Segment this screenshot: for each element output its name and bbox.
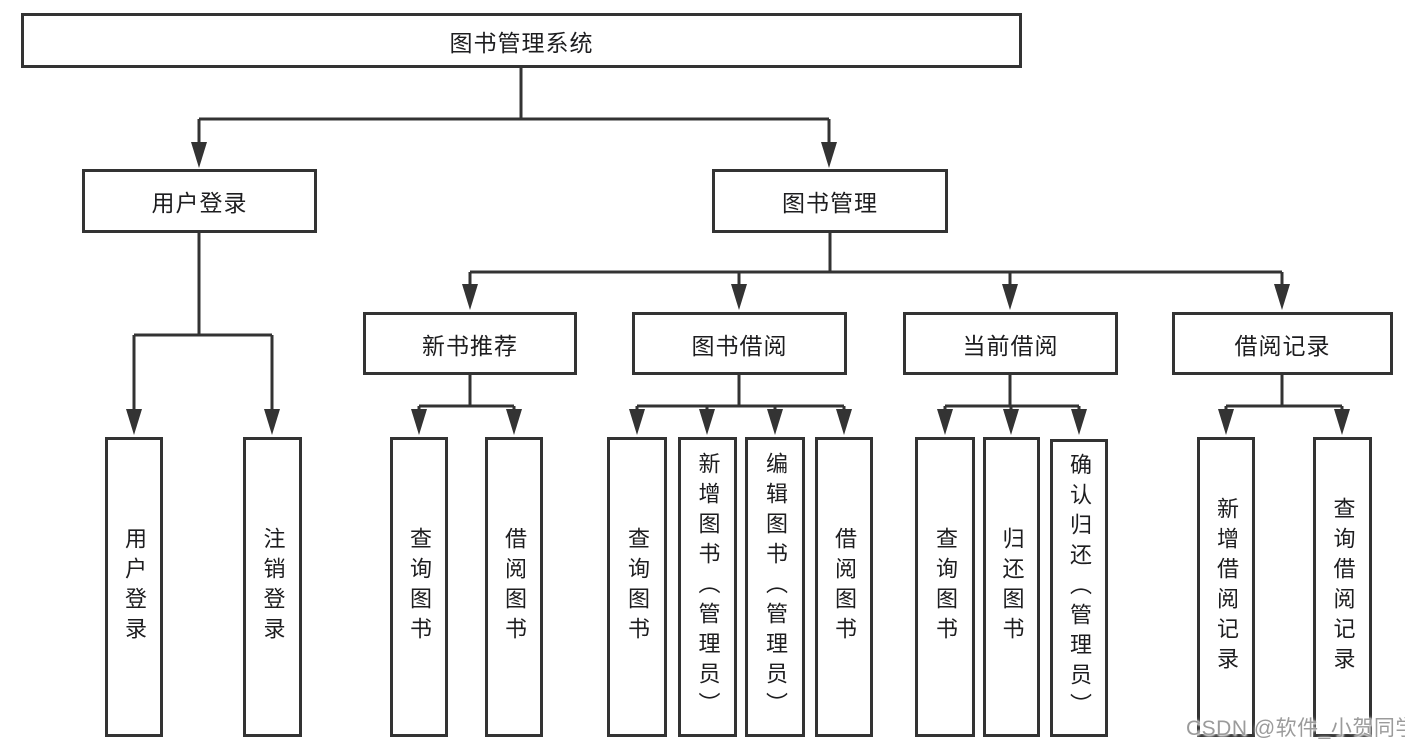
leaf-user-login: 用户登录 (105, 437, 163, 737)
node-module-current-borrow: 当前借阅 (903, 312, 1118, 375)
leaf-bb-edit-book-admin: 编辑图书（管理员） (745, 437, 805, 737)
leaf-cb-confirm-return-admin: 确认归还（管理员） (1050, 439, 1108, 737)
node-module-borrow-records: 借阅记录 (1172, 312, 1393, 375)
node-user-login: 用户登录 (82, 169, 317, 233)
leaf-cb-query-book: 查询图书 (915, 437, 975, 737)
leaf-logout: 注销登录 (243, 437, 302, 737)
watermark-text: CSDN @软件_小贺同学 (1186, 717, 1405, 740)
node-module-book-borrow: 图书借阅 (632, 312, 847, 375)
leaf-bb-borrow-book: 借阅图书 (815, 437, 873, 737)
node-root-title: 图书管理系统 (21, 13, 1022, 68)
leaf-nbr-borrow-book: 借阅图书 (485, 437, 543, 737)
leaf-cb-return-book: 归还图书 (983, 437, 1040, 737)
node-book-management: 图书管理 (712, 169, 948, 233)
leaf-br-add-record: 新增借阅记录 (1197, 437, 1255, 737)
leaf-bb-add-book-admin: 新增图书（管理员） (678, 437, 737, 737)
node-module-new-book-recommend: 新书推荐 (363, 312, 577, 375)
leaf-br-query-record: 查询借阅记录 (1313, 437, 1372, 737)
leaf-bb-query-book: 查询图书 (607, 437, 667, 737)
leaf-nbr-query-book: 查询图书 (390, 437, 448, 737)
